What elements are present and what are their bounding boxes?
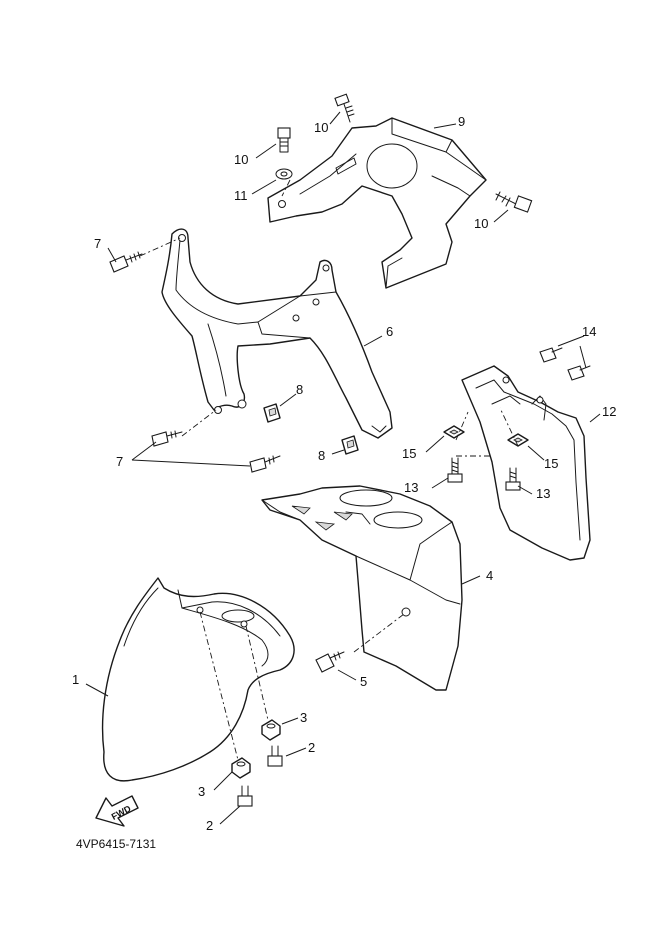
- callout-15a: 15: [402, 446, 416, 461]
- callout-10b: 10: [234, 152, 248, 167]
- alignment-lines: [139, 179, 519, 761]
- leader-lines: [85, 111, 601, 825]
- screw-7-right: [249, 455, 281, 473]
- screw-7-top: [109, 251, 143, 273]
- screw-7-left: [151, 430, 183, 447]
- callout-10a: 10: [314, 120, 328, 135]
- callout-5: 5: [360, 674, 367, 689]
- part-4-legshield: [261, 485, 463, 691]
- screw-13-a: [447, 457, 463, 483]
- bolt-2-b: [237, 785, 253, 807]
- callout-10c: 10: [474, 216, 488, 231]
- callout-1: 1: [72, 672, 79, 687]
- callout-4: 4: [486, 568, 493, 583]
- washer-11: [275, 168, 293, 180]
- callout-3a: 3: [300, 710, 307, 725]
- part-12-panel: [461, 365, 591, 561]
- callout-7b: 7: [116, 454, 123, 469]
- bolt-10-top: [334, 93, 355, 123]
- callout-13b: 13: [536, 486, 550, 501]
- bolt-2-a: [267, 745, 283, 767]
- callout-7a: 7: [94, 236, 101, 251]
- callout-6: 6: [386, 324, 393, 339]
- fwd-arrow-icon: FWD: [95, 795, 139, 827]
- clip-8-top: [263, 403, 281, 423]
- screw-13-b: [505, 467, 521, 491]
- nut-3-a: [261, 719, 281, 741]
- nut-15-a: [443, 425, 465, 439]
- part-9-bracket: [267, 117, 487, 289]
- bolt-10-right: [495, 191, 533, 213]
- bolt-10-mid: [277, 127, 291, 153]
- bolt-5: [315, 651, 345, 673]
- callout-2b: 2: [206, 818, 213, 833]
- nut-3-b: [231, 757, 251, 779]
- clip-8-bottom: [341, 435, 359, 455]
- callout-8a: 8: [296, 382, 303, 397]
- callouts: 1 2 2 3 3 4 5 6 7 7 8 8 9 10 10 10 11 12…: [72, 114, 616, 833]
- screw-14-a: [539, 347, 563, 363]
- callout-9: 9: [458, 114, 465, 129]
- callout-12: 12: [602, 404, 616, 419]
- part-1-fender: [101, 577, 295, 782]
- callout-3b: 3: [198, 784, 205, 799]
- callout-13a: 13: [404, 480, 418, 495]
- screw-14-b: [567, 365, 591, 381]
- nut-15-b: [507, 433, 529, 447]
- part-6-bracket: [161, 228, 393, 439]
- callout-14: 14: [582, 324, 596, 339]
- callout-8b: 8: [318, 448, 325, 463]
- callout-11: 11: [234, 188, 248, 203]
- callout-15b: 15: [544, 456, 558, 471]
- callout-2a: 2: [308, 740, 315, 755]
- diagram-code: 4VP6415-7131: [76, 837, 156, 851]
